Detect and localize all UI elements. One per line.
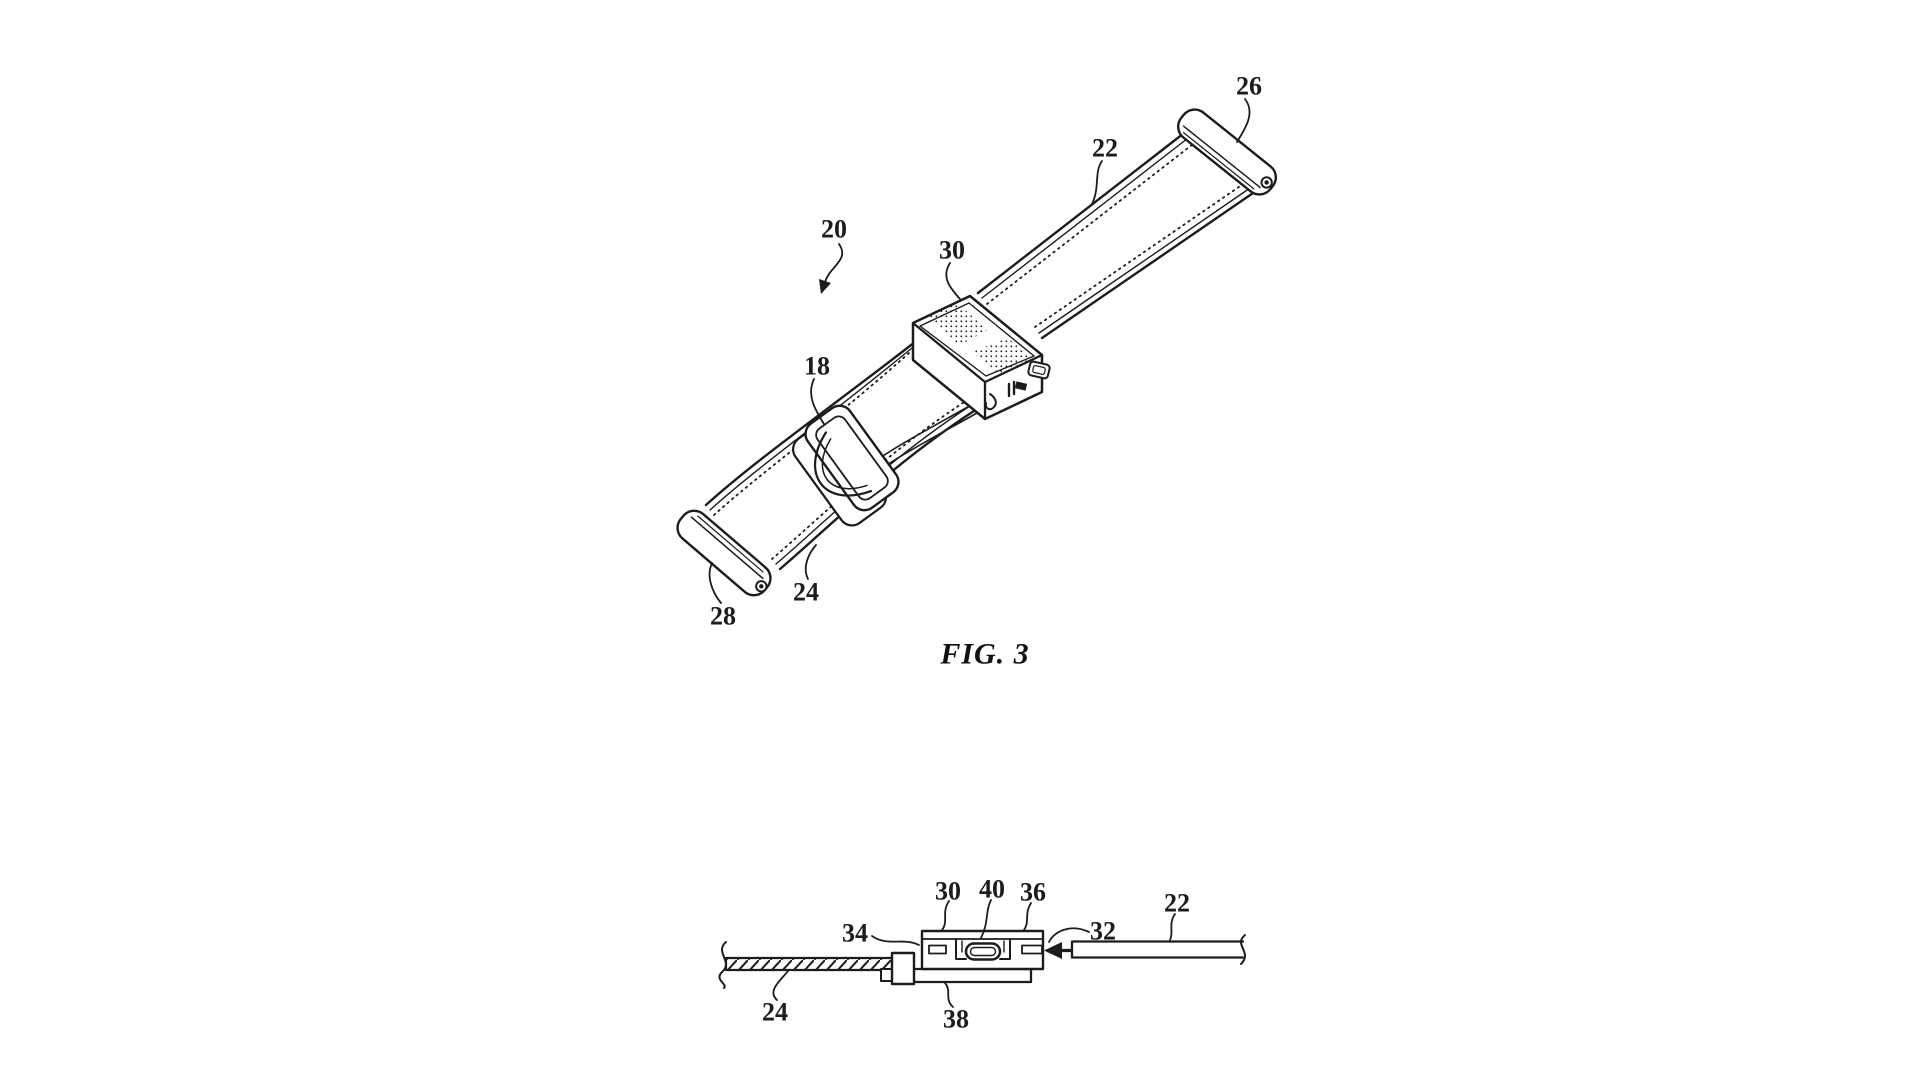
stipple-patch xyxy=(972,338,1034,374)
loop-inner xyxy=(815,415,889,501)
leader-lines xyxy=(708,98,1251,604)
ref-label-24b: 24 xyxy=(762,998,788,1027)
stitch-line xyxy=(771,391,981,560)
strap-upper-22 xyxy=(972,122,1264,346)
leader-38 xyxy=(944,982,954,1008)
break-mark-left xyxy=(718,941,727,989)
baseplate-38 xyxy=(911,967,1033,984)
stitch-line xyxy=(986,140,1198,305)
ref-label-24: 24 xyxy=(793,578,819,607)
leader-30 xyxy=(945,262,961,300)
ref-label-26: 26 xyxy=(1236,72,1262,101)
pin-tip xyxy=(759,584,764,589)
ref-label-36: 36 xyxy=(1020,878,1046,907)
stitch-line xyxy=(1034,179,1250,328)
hook-detail xyxy=(984,393,997,411)
ref-label-18: 18 xyxy=(804,352,830,381)
break-mark-right xyxy=(1240,934,1246,965)
connector-port-opening xyxy=(1027,360,1051,380)
section-leader-lines xyxy=(772,899,1176,1008)
loop-keeper-18 xyxy=(792,404,900,527)
strap-section-22 xyxy=(1070,934,1246,965)
stipple-patch xyxy=(930,303,988,346)
receptacle-bracket-inner xyxy=(961,940,1005,953)
loop-outer xyxy=(804,404,900,512)
leader-32 xyxy=(1048,927,1090,943)
slot-left xyxy=(928,944,947,955)
latch-detail xyxy=(1014,381,1028,391)
clasp-module-30 xyxy=(911,294,1051,421)
module-section-30 xyxy=(920,929,1045,971)
ref-label-30b: 30 xyxy=(935,877,961,906)
pin-tip xyxy=(1264,180,1269,185)
end-lug-26 xyxy=(1176,108,1278,196)
ref-label-22b: 22 xyxy=(1164,889,1190,918)
leader-34 xyxy=(871,935,920,946)
leader-18 xyxy=(810,378,825,425)
receptacle-bracket xyxy=(955,938,1011,960)
leader-26 xyxy=(1236,98,1251,143)
latch-ticks xyxy=(1007,380,1016,398)
ref-label-30: 30 xyxy=(939,236,965,265)
fig3-perspective-view: 26 22 20 30 18 28 24 xyxy=(676,72,1278,631)
end-lug-28 xyxy=(676,509,772,597)
leader-24 xyxy=(804,544,817,580)
figure-caption: FIG. 3 xyxy=(939,638,1029,671)
leader-36 xyxy=(1023,902,1032,931)
ref-label-40: 40 xyxy=(979,875,1005,904)
ref-label-38: 38 xyxy=(943,1005,969,1034)
ref-label-34: 34 xyxy=(842,919,868,948)
fig3-cross-section: 30 40 36 34 32 22 24 38 xyxy=(718,875,1246,1034)
ref-label-22: 22 xyxy=(1092,134,1118,163)
arrowhead-20 xyxy=(819,279,831,294)
folded-strap-curve-inner xyxy=(821,438,868,490)
leader-30 xyxy=(941,900,950,931)
folded-strap-curve xyxy=(814,431,873,497)
slot-right xyxy=(1021,944,1043,955)
ref-label-32: 32 xyxy=(1090,917,1116,946)
ref-label-20: 20 xyxy=(821,215,847,244)
leader-20-arrow-shaft xyxy=(824,243,844,283)
ref-label-28: 28 xyxy=(710,602,736,631)
leader-40 xyxy=(980,899,992,939)
keeper-section xyxy=(890,951,916,986)
leader-28 xyxy=(708,562,722,604)
connector-plug-40-inner xyxy=(969,946,997,957)
leader-24 xyxy=(772,970,789,1001)
leader-22 xyxy=(1169,913,1176,941)
strap-section-24 xyxy=(724,956,894,972)
insert-arrow-32 xyxy=(1044,942,1075,959)
leader-22 xyxy=(1091,160,1103,205)
